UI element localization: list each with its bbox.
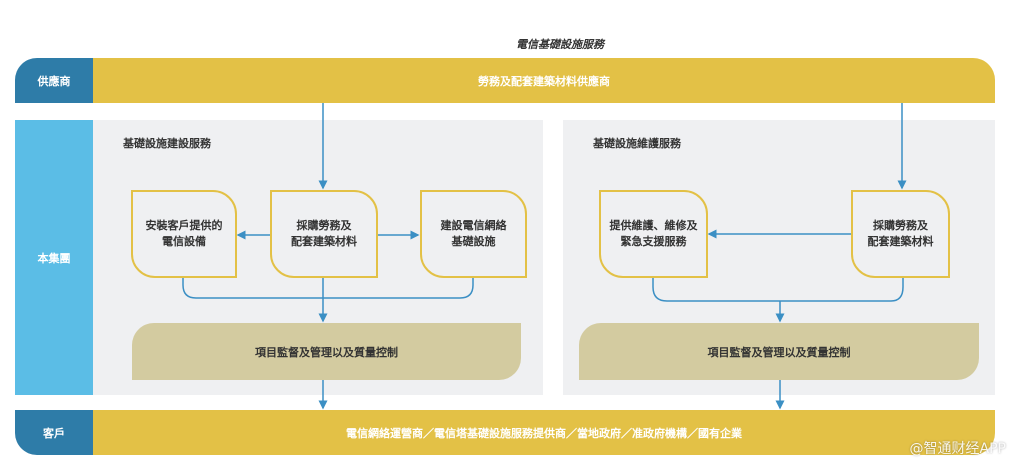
qc-box-right: 項目監督及管理以及質量控制 bbox=[579, 323, 979, 380]
customer-label: 客戶 bbox=[15, 410, 93, 455]
procure-materials-box: 採購勞務及 配套建築材料 bbox=[270, 190, 378, 278]
maintenance-title: 基礎設施維護服務 bbox=[593, 137, 681, 150]
construction-title: 基礎設施建設服務 bbox=[123, 137, 211, 150]
procure-materials-box-right: 採購勞務及 配套建築材料 bbox=[851, 190, 950, 278]
merge-line-left bbox=[182, 277, 474, 299]
qc-box-left: 項目監督及管理以及質量控制 bbox=[132, 323, 521, 380]
maintenance-services-box: 提供維護、維修及 緊急支援服務 bbox=[599, 190, 708, 278]
watermark: @智通财经APP bbox=[909, 441, 1006, 457]
customer-bar: 電信網絡運營商／電信塔基礎設施服務提供商／當地政府／准政府機構／國有企業 bbox=[93, 410, 995, 455]
merge-line-right bbox=[652, 277, 904, 302]
install-equipment-box: 安裝客戶提供的 電信設備 bbox=[131, 190, 237, 278]
supplier-bar: 勞務及配套建築材料供應商 bbox=[93, 58, 995, 103]
diagram-title: 電信基礎設施服務 bbox=[516, 38, 604, 51]
build-infrastructure-box: 建設電信網絡 基礎設施 bbox=[420, 190, 527, 278]
group-label: 本集團 bbox=[15, 120, 93, 395]
supplier-label: 供應商 bbox=[15, 58, 93, 103]
